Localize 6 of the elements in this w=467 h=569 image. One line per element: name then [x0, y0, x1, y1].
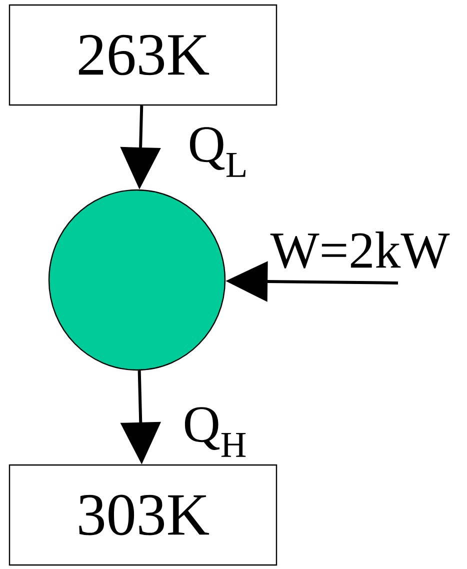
edge-label: W=2kW [270, 232, 450, 268]
edge-label: Q$_{H}$ [184, 407, 246, 457]
edge-label: Q$_{L}$ [190, 127, 246, 177]
temperature-box: 263K [8, 4, 278, 106]
temperature-box: 303K [8, 464, 278, 566]
circle [48, 189, 226, 371]
